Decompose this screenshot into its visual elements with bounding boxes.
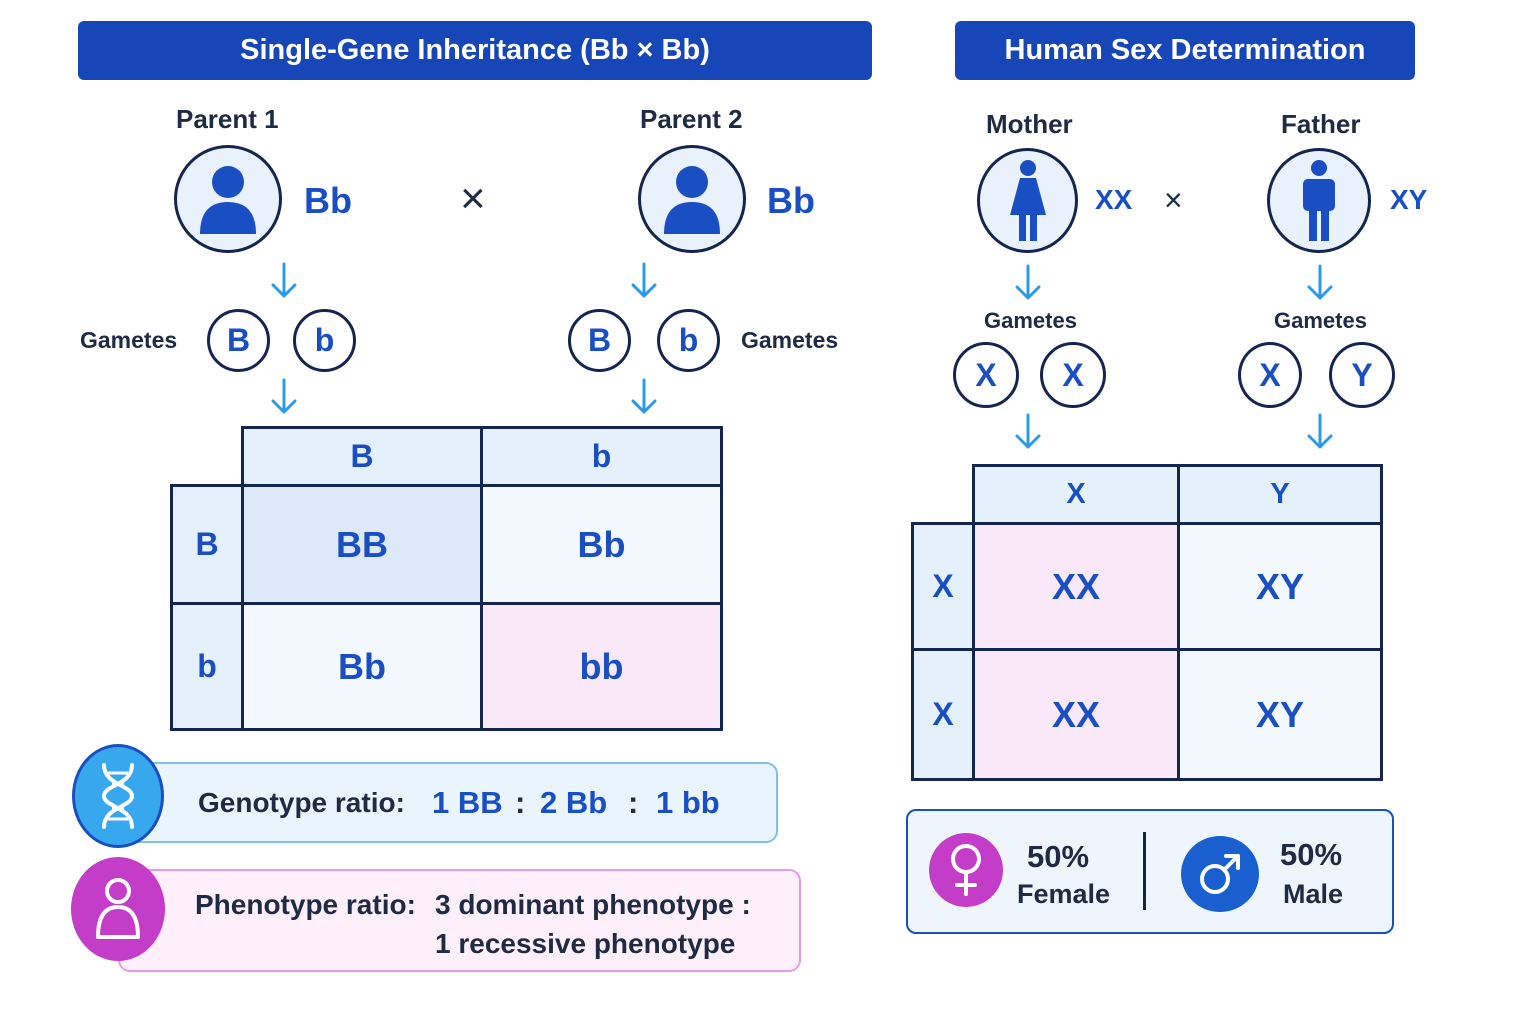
arrow-down-icon xyxy=(1015,413,1041,449)
arrow-down-icon xyxy=(1307,413,1333,449)
gamete-allele: B xyxy=(568,309,631,372)
parent2-label: Parent 2 xyxy=(640,104,743,134)
gamete-allele: b xyxy=(293,309,356,372)
genotype-ratio-label: Genotype ratio: xyxy=(198,786,405,818)
punnett-cell: Bb xyxy=(241,602,483,731)
female-percent: 50% xyxy=(1027,839,1090,874)
arrow-down-icon xyxy=(1307,264,1333,300)
female-symbol xyxy=(929,833,1003,907)
genotype-ratio-part: 2 Bb xyxy=(540,784,608,820)
arrow-down-icon xyxy=(271,378,297,414)
mother-genotype: XX xyxy=(1095,184,1133,215)
father-gametes-label: Gametes xyxy=(1274,308,1367,333)
punnett-cell: XX xyxy=(972,522,1180,651)
arrow-down-icon xyxy=(271,262,297,298)
punnett-row-header: X xyxy=(911,522,975,651)
dna-icon xyxy=(101,763,135,829)
gamete-allele: b xyxy=(657,309,720,372)
parent2-genotype: Bb xyxy=(767,180,815,221)
left-title: Single-Gene Inheritance (Bb × Bb) xyxy=(240,34,710,66)
punnett-col-header: b xyxy=(480,426,723,487)
punnett-row-header: X xyxy=(911,648,975,781)
genotype-ratio-box: Genotype ratio: 1 BB : 2 Bb : 1 bb xyxy=(118,762,778,843)
left-title-banner: Single-Gene Inheritance (Bb × Bb) xyxy=(78,21,872,80)
arrow-down-icon xyxy=(631,262,657,298)
punnett-col-header: Y xyxy=(1177,464,1383,525)
punnett-cell: XY xyxy=(1177,522,1383,651)
parent1-gametes-label: Gametes xyxy=(80,327,178,353)
punnett-cell: Bb xyxy=(480,484,723,605)
arrow-down-icon xyxy=(1015,264,1041,300)
gamete-chromosome: X xyxy=(953,342,1019,408)
parent2-avatar xyxy=(638,145,746,253)
cross-symbol: × xyxy=(460,174,486,223)
father-label: Father xyxy=(1281,109,1361,139)
gamete-allele: B xyxy=(207,309,270,372)
phenotype-ratio-label: Phenotype ratio: xyxy=(195,889,416,920)
parent2-gametes-label: Gametes xyxy=(741,327,839,353)
mother-label: Mother xyxy=(986,109,1073,139)
mother-avatar xyxy=(977,148,1078,253)
person-icon xyxy=(200,166,256,234)
male-person-icon xyxy=(1303,159,1335,241)
genotype-ratio-part: : xyxy=(515,784,526,820)
parent1-avatar xyxy=(174,145,282,253)
phenotype-ratio-icon xyxy=(71,857,165,961)
parent1-label: Parent 1 xyxy=(176,104,279,134)
punnett-row-header: B xyxy=(170,484,244,605)
father-avatar xyxy=(1267,148,1371,253)
gamete-chromosome: X xyxy=(1040,342,1106,408)
right-title: Human Sex Determination xyxy=(1004,34,1366,66)
punnett-cell: XX xyxy=(972,648,1180,781)
genotype-ratio-icon xyxy=(72,744,164,848)
punnett-row-header: b xyxy=(170,602,244,731)
sex-ratio-summary xyxy=(906,809,1394,934)
punnett-col-header: X xyxy=(972,464,1180,525)
phenotype-ratio-box: Phenotype ratio: 3 dominant phenotype : … xyxy=(118,869,801,972)
genotype-ratio-part: : xyxy=(628,784,639,820)
mother-gametes-label: Gametes xyxy=(984,308,1077,333)
phenotype-ratio-line1: 3 dominant phenotype : xyxy=(435,889,751,920)
right-title-banner: Human Sex Determination xyxy=(955,21,1415,80)
parent1-genotype: Bb xyxy=(304,180,352,221)
person-icon xyxy=(664,166,720,234)
person-outline-icon xyxy=(96,878,140,939)
female-symbol-icon xyxy=(951,844,981,896)
punnett-cell: bb xyxy=(480,602,723,731)
genotype-ratio-part: 1 BB xyxy=(432,784,503,820)
male-symbol-icon xyxy=(1200,854,1240,894)
gamete-chromosome: X xyxy=(1238,342,1302,408)
arrow-down-icon xyxy=(631,378,657,414)
phenotype-ratio-line2: 1 recessive phenotype xyxy=(435,928,736,959)
male-label: Male xyxy=(1283,879,1344,909)
female-label: Female xyxy=(1017,879,1111,909)
male-percent: 50% xyxy=(1280,837,1343,872)
punnett-col-header: B xyxy=(241,426,483,487)
punnett-cell: XY xyxy=(1177,648,1383,781)
genotype-ratio-part: 1 bb xyxy=(656,784,720,820)
father-genotype: XY xyxy=(1390,184,1428,215)
cross-symbol: × xyxy=(1164,182,1183,218)
summary-divider xyxy=(1143,832,1146,910)
gamete-chromosome: Y xyxy=(1329,342,1395,408)
punnett-cell: BB xyxy=(241,484,483,605)
male-symbol xyxy=(1181,836,1259,912)
female-person-icon xyxy=(1009,159,1046,241)
